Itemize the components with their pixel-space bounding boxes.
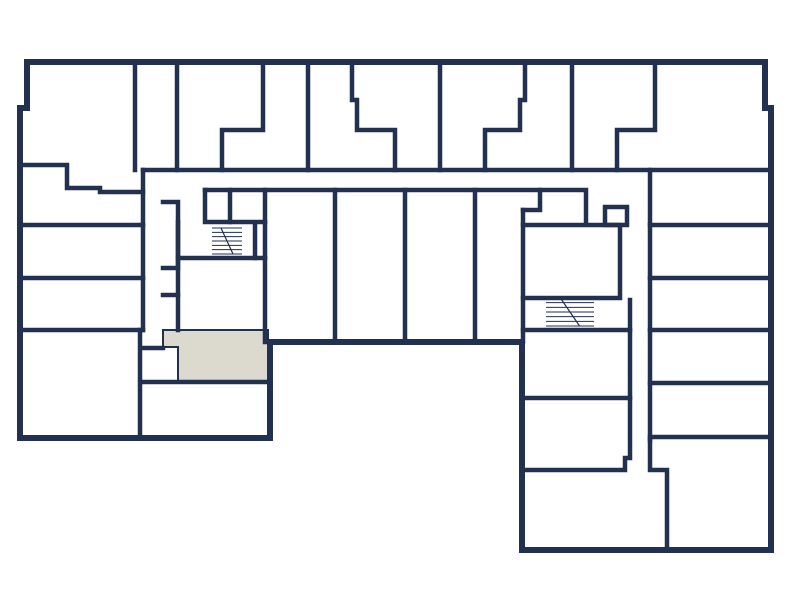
wall xyxy=(17,162,146,195)
wall xyxy=(602,204,630,228)
walls xyxy=(17,59,774,553)
wall xyxy=(520,187,543,213)
highlighted-unit[interactable] xyxy=(162,329,269,383)
stairs-icon xyxy=(546,297,594,327)
wall xyxy=(614,59,658,173)
wall xyxy=(520,327,633,473)
wall xyxy=(520,222,623,301)
wall xyxy=(647,437,670,553)
wall xyxy=(17,59,774,553)
wall xyxy=(349,59,398,173)
wall xyxy=(482,59,528,173)
wall xyxy=(202,187,268,225)
wall xyxy=(219,59,266,173)
wall xyxy=(202,187,589,225)
stairs-icon xyxy=(212,227,242,255)
stairs xyxy=(212,227,594,327)
